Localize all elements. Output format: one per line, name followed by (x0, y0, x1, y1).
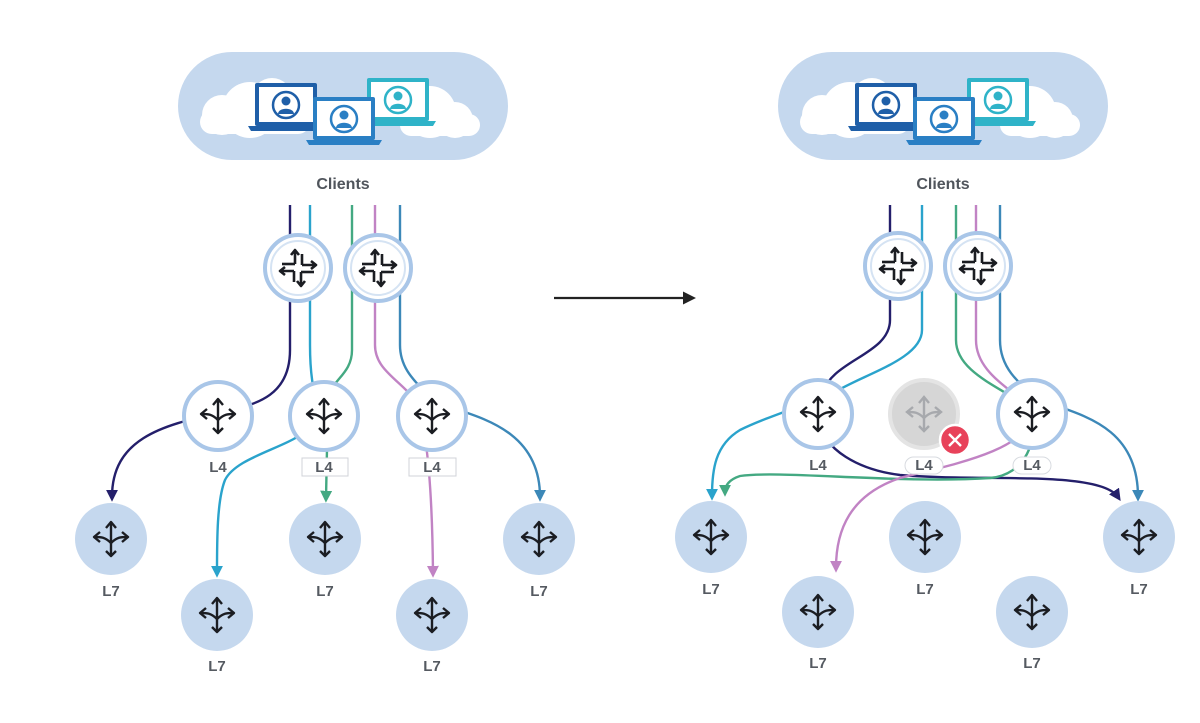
l7-label: L7 (1130, 581, 1148, 598)
clients-label: Clients (916, 176, 969, 193)
after-panel: Clients L4 (675, 52, 1175, 672)
l7-label: L7 (1023, 655, 1041, 672)
flow-line (998, 205, 1144, 502)
l4-node: L4 (782, 378, 854, 474)
l4-label: L4 (423, 459, 441, 476)
flow-line (719, 205, 1035, 497)
l7-label: L7 (916, 581, 934, 598)
before-panel: Clients L4 L4 (75, 52, 575, 675)
flow-line (830, 205, 1032, 573)
l7-label: L7 (530, 583, 548, 600)
l7-node: L7 (289, 503, 361, 600)
l4-node: L4 (396, 380, 468, 477)
l7-node: L7 (996, 576, 1068, 672)
l4-node: L4 (182, 380, 254, 476)
l4-label: L4 (915, 457, 933, 474)
l7-node: L7 (1103, 501, 1175, 598)
l4-node-failed: L4 (888, 378, 972, 475)
laptop-user-icon (304, 95, 384, 147)
l4-label: L4 (1023, 457, 1041, 474)
l7-node: L7 (889, 501, 961, 598)
clients-cloud (178, 52, 508, 160)
l4-node: L4 (996, 378, 1068, 475)
l4-node: L4 (288, 380, 360, 477)
l7-node: L7 (782, 576, 854, 672)
clients-label: Clients (316, 176, 369, 193)
l7-label: L7 (208, 658, 226, 675)
l7-node: L7 (181, 579, 253, 675)
l4-label: L4 (209, 459, 227, 476)
l7-label: L7 (316, 583, 334, 600)
laptop-user-icon (246, 81, 326, 133)
l7-label: L7 (809, 655, 827, 672)
laptop-user-icon (904, 95, 984, 147)
laptop-user-icon (846, 81, 926, 133)
l7-label: L7 (423, 658, 441, 675)
clients-cloud (778, 52, 1108, 160)
error-x-icon (938, 423, 972, 457)
l7-label: L7 (702, 581, 720, 598)
l7-node: L7 (396, 579, 468, 675)
l7-node: L7 (503, 503, 575, 600)
flow-line (320, 205, 354, 503)
router (863, 231, 933, 301)
flow-line (818, 205, 1121, 501)
flow-line (398, 205, 546, 502)
l7-label: L7 (102, 583, 120, 600)
l4-label: L4 (315, 459, 333, 476)
traffic-flows (706, 205, 1144, 573)
router (343, 233, 413, 303)
l7-node: L7 (75, 503, 147, 600)
router (943, 231, 1013, 301)
l4-label: L4 (809, 457, 827, 474)
l7-node: L7 (675, 501, 747, 598)
router (263, 233, 333, 303)
